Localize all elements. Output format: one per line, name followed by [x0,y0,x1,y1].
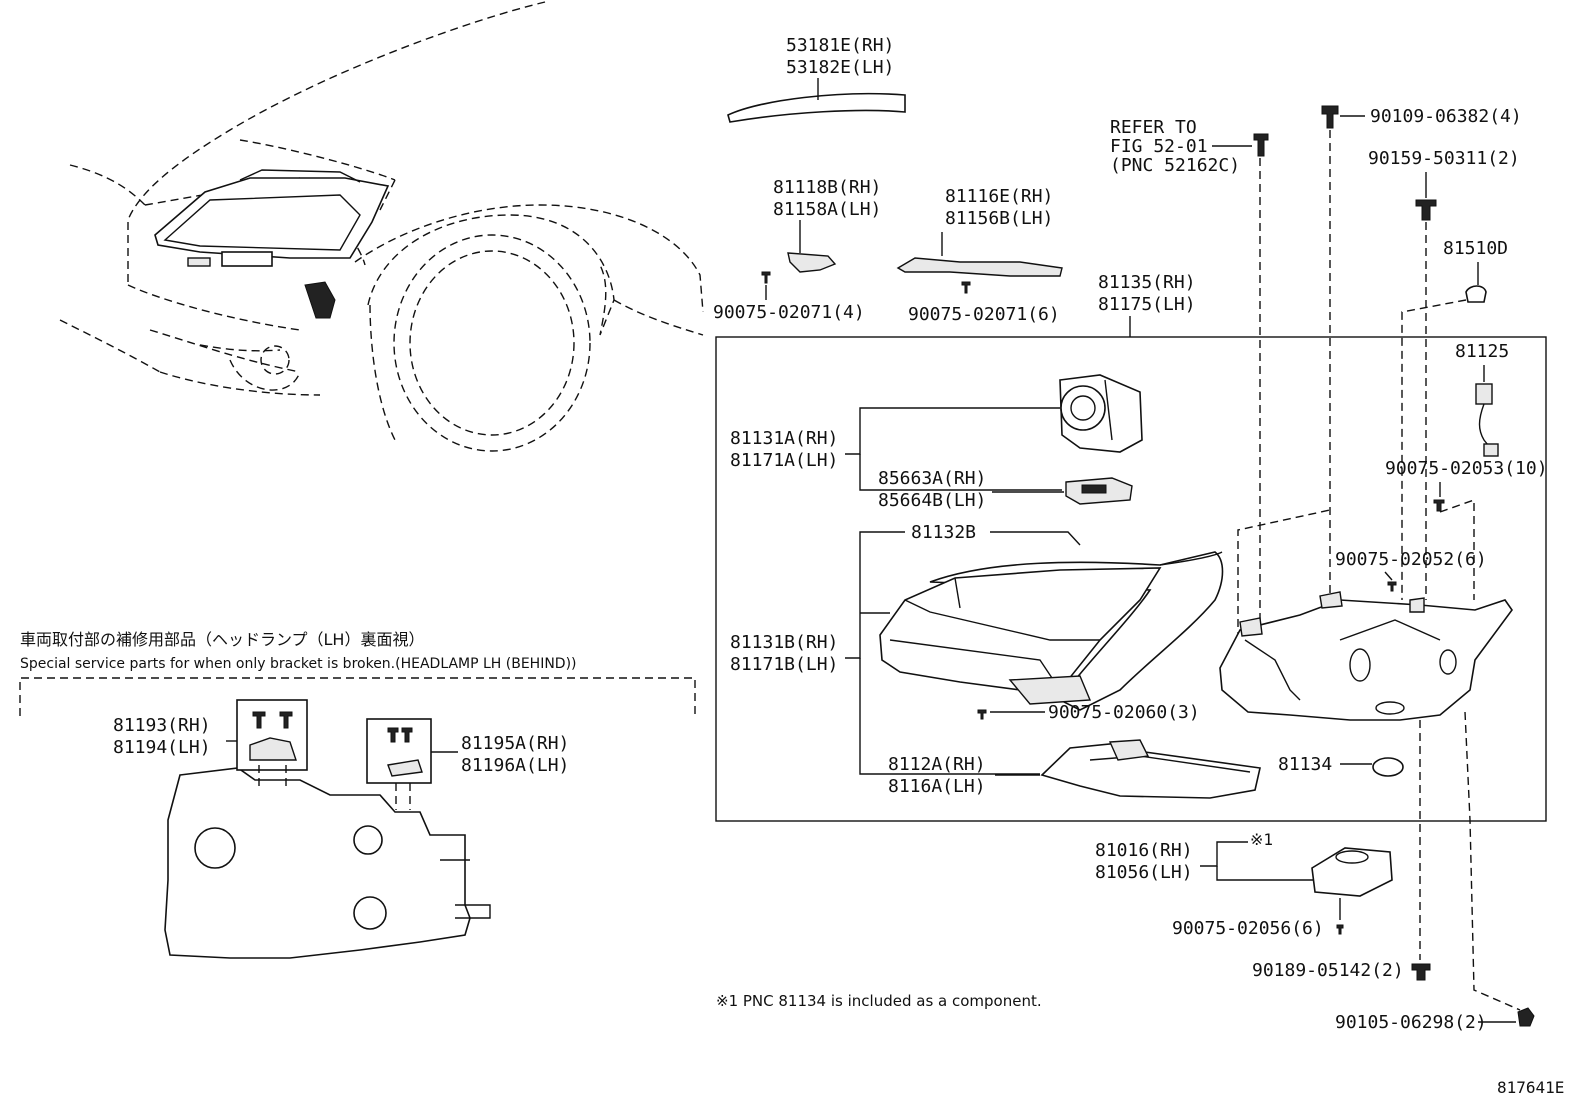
label-90075-02060: 90075-02060(3) [1048,702,1200,723]
section-title-en: Special service parts for when only brac… [20,656,577,672]
refer-line-2: FIG 52-01 [1110,136,1208,157]
label-81116: 81116E(RH) [945,186,1053,207]
label-81134: 81134 [1278,754,1332,775]
label-81016: 81016(RH) [1095,840,1193,861]
label-90075-02053: 90075-02053(10) [1385,458,1548,479]
label-81131A: 81131A(RH) [730,428,838,449]
headlamp-assembly-frame [715,336,1547,822]
label-90159: 90159-50311(2) [1368,148,1520,169]
label-81194: 81194(LH) [113,737,211,758]
label-53182: 53182E(LH) [786,57,894,78]
label-90075-02056: 90075-02056(6) [1172,918,1324,939]
exploded-view: 53181E(RH) 53182E(LH) 81118B(RH) 81158A(… [713,35,1564,1097]
refer-line-1: REFER TO [1110,117,1197,138]
label-90075-02071-6: 90075-02071(6) [908,304,1060,325]
label-81193: 81193(RH) [113,715,211,736]
label-81175: 81175(LH) [1098,294,1196,315]
footnote: ※1 PNC 81134 is included as a component. [716,992,1042,1010]
label-81056: 81056(LH) [1095,862,1193,883]
bracket-service-section: 車両取付部の補修用部品（ヘッドランプ（LH）裏面視） Special servi… [19,630,696,959]
label-81135: 81135(RH) [1098,272,1196,293]
label-90075-02052: 90075-02052(6) [1335,549,1487,570]
vehicle-front-illustration [59,1,704,452]
label-90075-02071-4: 90075-02071(4) [713,302,865,323]
figure-id: 817641E [1497,1078,1564,1097]
label-53181: 53181E(RH) [786,35,894,56]
label-81510: 81510D [1443,238,1508,259]
section-title-jp: 車両取付部の補修用部品（ヘッドランプ（LH）裏面視） [20,630,424,649]
label-81196: 81196A(LH) [461,755,569,776]
label-81171A: 81171A(LH) [730,450,838,471]
label-81156: 81156B(LH) [945,208,1053,229]
label-81171B: 81171B(LH) [730,654,838,675]
label-81158: 81158A(LH) [773,199,881,220]
label-81132: 81132B [911,522,976,543]
label-mark-1: ※1 [1250,830,1273,849]
label-90109: 90109-06382(4) [1370,106,1522,127]
label-81118: 81118B(RH) [773,177,881,198]
refer-line-3: (PNC 52162C) [1110,155,1240,176]
label-8112: 8112A(RH) [888,754,986,775]
label-8116: 8116A(LH) [888,776,986,797]
label-81131B: 81131B(RH) [730,632,838,653]
label-90189: 90189-05142(2) [1252,960,1404,981]
label-85663: 85663A(RH) [878,468,986,489]
trim-53181 [727,92,906,123]
label-85664: 85664B(LH) [878,490,986,511]
label-90105: 90105-06298(2) [1335,1012,1487,1033]
label-81195: 81195A(RH) [461,733,569,754]
label-81125: 81125 [1455,341,1509,362]
